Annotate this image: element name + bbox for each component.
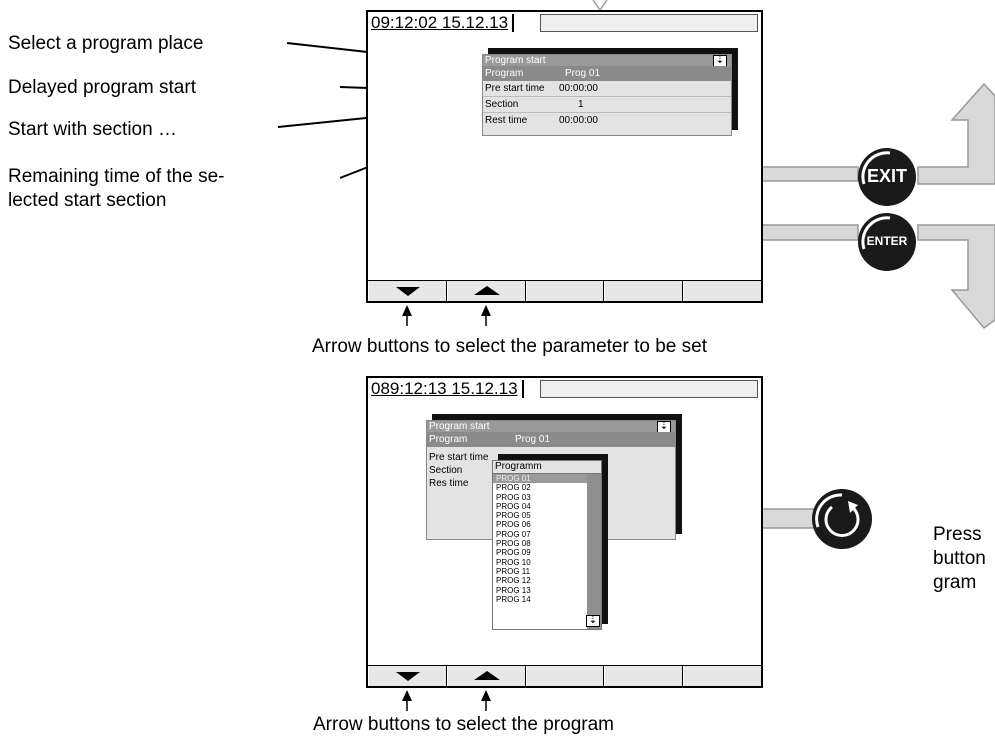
callout-delayed-start: Delayed program start: [8, 77, 196, 98]
dialog-title: Program start ⇣: [427, 421, 675, 433]
list-item[interactable]: PROG 07: [496, 529, 531, 539]
list-item[interactable]: PROG 02: [496, 483, 531, 493]
list-item[interactable]: PROG 06: [496, 520, 531, 530]
down-arrow-icon[interactable]: ⇣: [586, 615, 600, 627]
row-value: Prog 01: [515, 434, 551, 445]
row-section[interactable]: Section 1: [483, 97, 731, 113]
list-header: Programm: [493, 461, 601, 474]
row-label: Section: [485, 99, 519, 110]
softkey-up[interactable]: [446, 281, 526, 301]
softkey-3[interactable]: [525, 281, 605, 301]
row-value: 00:00:00: [559, 115, 598, 126]
softkey-bar: [368, 665, 761, 686]
softkey-5[interactable]: [683, 281, 761, 301]
caption-press-line3: gram: [933, 572, 977, 593]
exit-button[interactable]: EXIT: [858, 148, 916, 206]
list-item[interactable]: PROG 11: [496, 566, 531, 576]
exit-label: EXIT: [866, 166, 907, 186]
enter-label: ENTER: [866, 234, 908, 248]
row-value: 1: [578, 99, 584, 110]
enter-button-gloss: [861, 216, 891, 250]
callout-remaining-time-line1: Remaining time of the se-: [8, 166, 225, 187]
softkey-up[interactable]: [446, 666, 526, 686]
dialog-title: Program start ⇣: [483, 55, 731, 67]
list-item[interactable]: PROG 08: [496, 539, 531, 549]
softkey-down[interactable]: [368, 281, 447, 301]
dialog-title-text: Program start: [429, 421, 490, 432]
dialog-labels: Pre start time Section Res time: [427, 447, 675, 490]
down-arrow-icon: [396, 287, 420, 296]
dialog-title-text: Program start: [485, 55, 546, 66]
callout-select-program: Select a program place: [8, 33, 204, 54]
row-label: Rest time: [485, 115, 528, 126]
rotary-knob-icon: [815, 493, 860, 537]
row-value: Prog 01: [565, 68, 601, 79]
row-program[interactable]: Program Prog 01: [427, 432, 675, 447]
row-value: 00:00:00: [559, 83, 598, 94]
softkey-5[interactable]: [683, 666, 761, 686]
device-screen-2: 089:12:13 15.12.13 Program start ⇣ Progr…: [366, 376, 763, 688]
status-time: 09:12:02 15.12.13: [371, 14, 515, 32]
list-item[interactable]: PROG 13: [496, 585, 531, 595]
caption-arrows-program: Arrow buttons to select the program: [313, 714, 614, 735]
callout-start-section: Start with section …: [8, 119, 177, 140]
label-res-time: Res time: [429, 478, 469, 489]
list-item[interactable]: PROG 05: [496, 511, 531, 521]
softkey-4[interactable]: [604, 666, 684, 686]
list-item[interactable]: PROG 12: [496, 576, 531, 586]
list-item[interactable]: PROG 14: [496, 594, 531, 604]
softkey-4[interactable]: [604, 281, 684, 301]
softkey-down[interactable]: [368, 666, 447, 686]
list-item[interactable]: PROG 10: [496, 557, 531, 567]
row-label: Program: [429, 434, 468, 445]
enter-button[interactable]: ENTER: [858, 213, 916, 271]
status-time: 089:12:13 15.12.13: [371, 380, 524, 398]
row-label: Program: [485, 68, 524, 79]
down-arrow-icon: [396, 672, 420, 681]
up-arrow-icon: [473, 671, 500, 680]
softkey-3[interactable]: [525, 666, 605, 686]
label-pre-start-time: Pre start time: [429, 452, 489, 463]
list-item[interactable]: PROG 01: [493, 474, 601, 484]
caption-arrows-parameter: Arrow buttons to select the parameter to…: [312, 336, 707, 357]
device-screen-1: 09:12:02 15.12.13 Program start ⇣ Progra…: [366, 10, 763, 303]
caption-press-line2: button: [933, 548, 986, 569]
list-item[interactable]: PROG 09: [496, 548, 531, 558]
list-scrollbar[interactable]: ⇣: [586, 474, 601, 629]
callout-remaining-time-line2: lected start section: [8, 190, 167, 211]
softkey-bar: [368, 280, 761, 301]
row-program[interactable]: Program Prog 01: [483, 66, 731, 81]
program-start-dialog: Program start ⇣ Program Prog 01 Pre star…: [482, 54, 732, 136]
status-field: [540, 14, 758, 32]
status-field: [540, 380, 758, 398]
row-pre-start-time[interactable]: Pre start time 00:00:00: [483, 81, 731, 97]
exit-button-gloss: [861, 151, 891, 185]
caption-press-line1: Press: [933, 524, 982, 545]
up-arrow-icon: [473, 286, 500, 295]
row-label: Pre start time: [485, 83, 545, 94]
list-item[interactable]: PROG 03: [496, 492, 531, 502]
row-rest-time[interactable]: Rest time 00:00:00: [483, 113, 731, 128]
list-item[interactable]: PROG 04: [496, 501, 531, 511]
rotary-knob-button[interactable]: [812, 489, 872, 549]
label-section: Section: [429, 465, 463, 476]
